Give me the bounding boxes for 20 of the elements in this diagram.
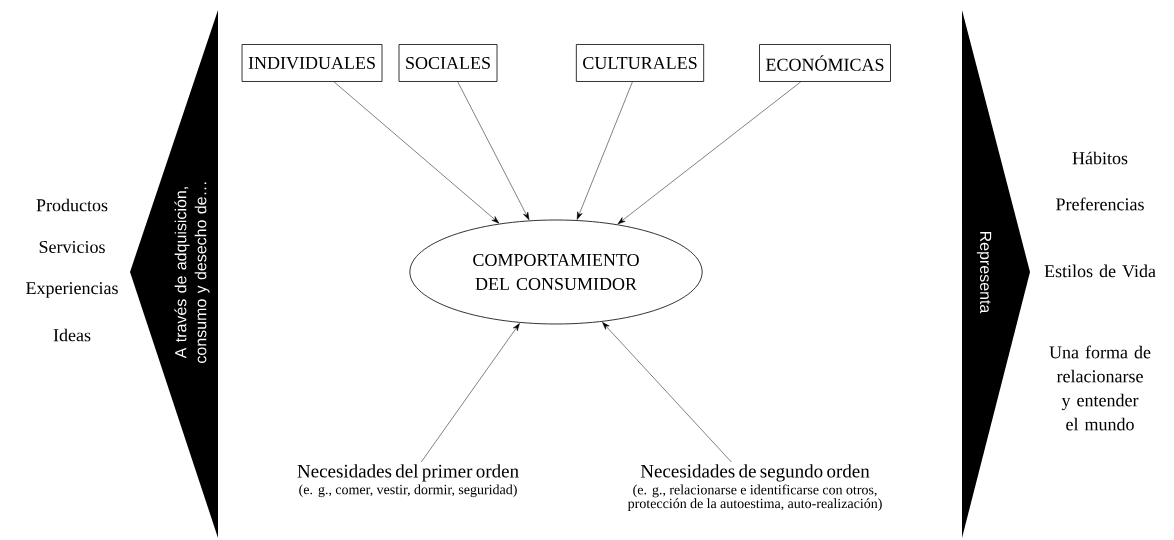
list-item: Hábitos [1072,151,1128,165]
arrow [421,323,520,463]
list-item: Preferencias [1056,197,1144,211]
arrow [617,81,801,225]
list-item: Servicios [39,240,105,254]
list-item: Productos [36,198,108,212]
left-chevron: A través de adquisición, consumo y desecho de… [130,10,218,538]
needs-text: Necesidades del primer orden (e. g., comer, vestir, dormir, seguridad) [297,464,519,498]
arrow [602,322,732,463]
arrow [333,81,500,224]
factor-box: SOCIALES [398,44,498,82]
list-item: Una forma de relacionarse y entender el mundo [1049,345,1151,431]
list-item: Ideas [53,328,91,342]
right-chevron: Representa [962,10,1030,538]
needs-text: Necesidades de segundo orden (e. g., relacionarse e identificarse con otros, protección de la autoestima, auto-realización) [627,464,882,512]
arrow [576,81,633,220]
factor-box: ECONÓMICAS [759,44,891,82]
factor-box: INDIVIDUALES [241,44,383,82]
factor-box: CULTURALES [575,44,705,82]
arrow [457,81,530,220]
